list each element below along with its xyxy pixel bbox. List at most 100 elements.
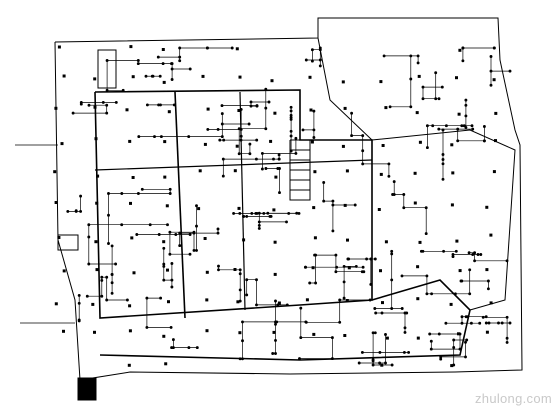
wire-node	[79, 194, 83, 198]
wire-node	[241, 357, 244, 361]
wire-node	[482, 125, 486, 128]
wire-node	[238, 268, 242, 272]
light-fixture	[96, 174, 100, 178]
wire-node	[87, 235, 91, 239]
wire-node	[125, 298, 129, 302]
light-fixture	[132, 271, 136, 275]
wire-node	[267, 100, 271, 104]
wire-run	[108, 188, 171, 244]
light-fixture	[416, 265, 420, 269]
wire-node	[145, 325, 149, 329]
light-fixture	[53, 170, 57, 174]
wire-run	[207, 109, 242, 137]
wire-node	[353, 203, 357, 207]
wire-node	[110, 291, 114, 295]
wire-node	[322, 199, 326, 203]
wire-node	[145, 103, 149, 107]
light-fixture	[205, 329, 209, 333]
wire-node	[166, 223, 169, 227]
wire-node	[192, 231, 196, 235]
wire-node	[289, 116, 293, 119]
wire-node	[388, 105, 392, 109]
wire-node	[382, 54, 386, 58]
wire-run	[171, 339, 198, 348]
light-fixture	[206, 107, 210, 111]
wire-node	[360, 350, 364, 354]
wire-node	[136, 59, 140, 62]
wire-run	[138, 113, 250, 137]
wire-node	[402, 193, 406, 196]
wire-run	[258, 212, 297, 229]
light-fixture	[62, 269, 66, 273]
light-fixture	[62, 74, 66, 78]
wire-node	[476, 253, 480, 256]
wire-node	[338, 298, 342, 302]
wire-node	[218, 138, 222, 142]
wire-node	[342, 296, 346, 300]
wire-node	[255, 303, 258, 307]
wire-node	[378, 361, 382, 365]
wire-node	[439, 357, 443, 361]
wire-node	[409, 77, 413, 81]
light-fixture	[95, 268, 99, 272]
wire-run	[146, 297, 172, 328]
wire-run	[88, 224, 168, 265]
wire-node	[468, 292, 472, 296]
wire-node	[314, 281, 318, 285]
light-fixture	[54, 302, 58, 306]
wire-node	[373, 307, 377, 310]
light-fixture	[166, 268, 169, 272]
light-fixture	[130, 236, 134, 240]
wire-node	[232, 211, 236, 215]
wire-node	[294, 136, 298, 140]
light-fixture	[127, 363, 131, 367]
light-fixture	[418, 240, 422, 244]
wire-node	[264, 87, 268, 91]
wire-node	[178, 59, 182, 63]
wire-node	[105, 298, 109, 302]
wire-node	[248, 142, 252, 146]
light-fixture	[311, 266, 315, 270]
light-fixture	[277, 301, 281, 305]
wire-node	[174, 233, 178, 236]
wire-node	[170, 278, 174, 282]
wire-node	[100, 278, 104, 282]
wire-node	[361, 134, 365, 138]
light-fixture	[242, 238, 246, 242]
light-fixture	[494, 111, 498, 115]
wire-node	[255, 278, 258, 282]
wire-node	[331, 229, 335, 233]
wire-node	[239, 138, 243, 142]
light-fixture	[167, 300, 170, 304]
light-fixture	[203, 237, 207, 240]
wire-node	[505, 340, 509, 344]
wire-run	[309, 254, 364, 284]
wire-node	[384, 333, 387, 336]
light-fixture	[313, 170, 317, 174]
light-fixture	[492, 78, 496, 82]
wire-node	[442, 249, 446, 253]
wire-node	[245, 214, 249, 218]
wire-node	[264, 167, 268, 170]
wire-node	[464, 340, 467, 344]
wire-node	[441, 177, 445, 181]
wire-node	[195, 248, 198, 252]
wire-node	[461, 59, 465, 63]
wire-node	[206, 127, 210, 131]
wire-node	[484, 315, 488, 319]
wire-node	[390, 363, 394, 367]
wire-node	[301, 128, 305, 132]
wire-node	[365, 257, 369, 261]
wire-node	[299, 336, 303, 340]
wire-node	[362, 270, 366, 274]
wire-node	[294, 151, 298, 155]
wire-node	[151, 74, 155, 78]
wire-node	[110, 272, 114, 276]
light-fixture	[60, 142, 64, 146]
wire-node	[87, 223, 91, 227]
light-fixture	[458, 269, 462, 273]
wire-run	[461, 280, 489, 289]
light-fixture	[273, 111, 277, 115]
wire-node	[162, 264, 166, 268]
wire-node	[409, 105, 413, 109]
